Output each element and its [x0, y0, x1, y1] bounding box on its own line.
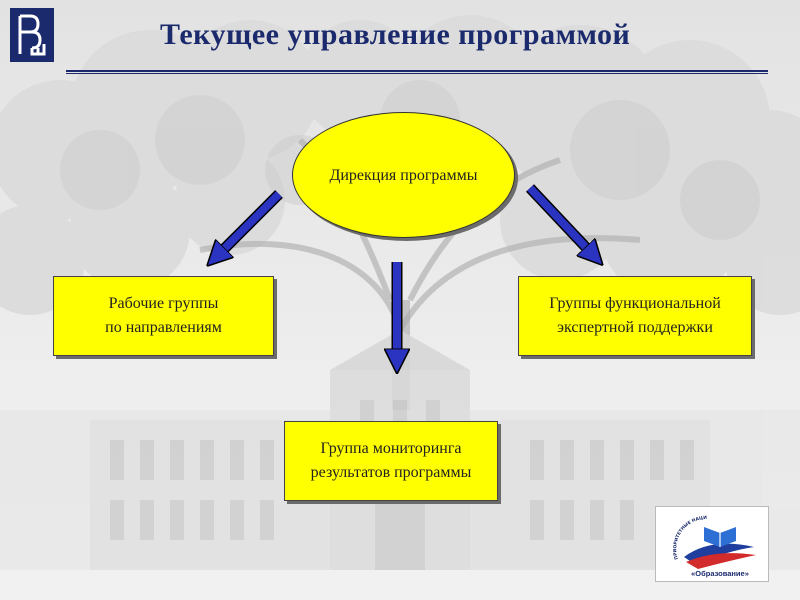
node-label-line2: по направлениям — [105, 319, 222, 336]
node-label-line1: Дирекция — [329, 166, 397, 184]
obrazovanie-logo: ПРИОРИТЕТНЫЕ НАЦИОНАЛЬНЫЕ ПРОЕКТЫ «Образ… — [655, 506, 769, 582]
node-label-line2: экспертной поддержки — [557, 319, 713, 336]
node-label-line2: программы — [400, 166, 478, 184]
hse-logo — [10, 8, 54, 62]
node-label-line1: Группы функциональной — [549, 295, 721, 312]
node-label-line1: Рабочие группы — [108, 295, 219, 312]
monitoring-group-node: Группа мониторинга результатов программы — [284, 421, 498, 501]
node-label-line1: Группа мониторинга — [320, 440, 462, 457]
working-groups-node: Рабочие группы по направлениям — [53, 276, 274, 356]
node-label-line2: результатов программы — [310, 464, 472, 481]
expert-support-groups-node: Группы функциональной экспертной поддерж… — [518, 276, 752, 356]
program-directorate-node: Дирекция программы — [292, 112, 515, 238]
logo-caption: «Образование» — [691, 569, 749, 578]
title-divider — [66, 70, 768, 75]
page-title: Текущее управление программой — [160, 18, 631, 51]
